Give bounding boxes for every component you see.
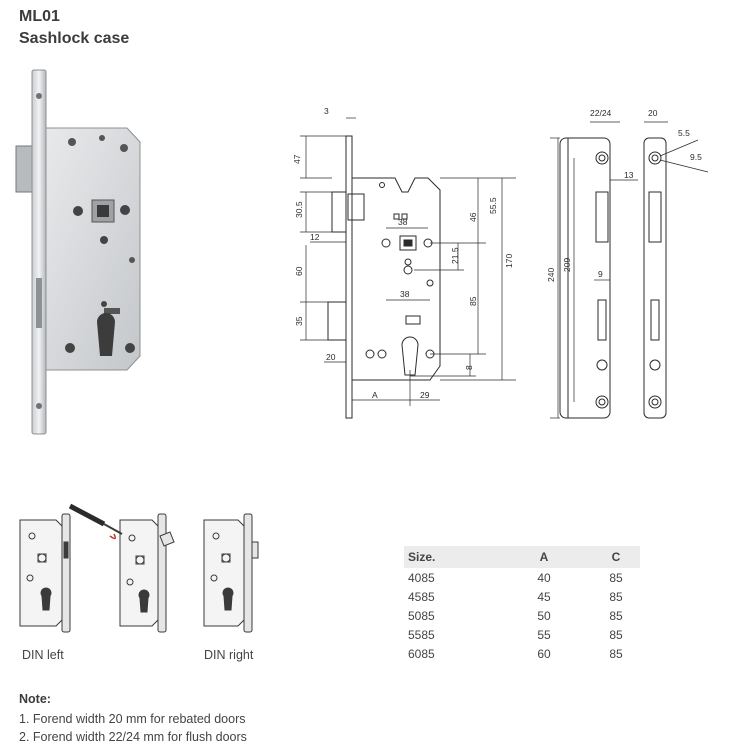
- product-code: ML01: [19, 8, 60, 25]
- note-item: 1. Forend width 20 mm for rebated doors: [19, 712, 246, 726]
- note-item: 2. Forend width 22/24 mm for flush doors: [19, 730, 247, 744]
- din-conversion-lock: [119, 513, 175, 633]
- din-left-label: DIN left: [22, 648, 64, 662]
- dim-bolt-height: 35: [294, 316, 304, 326]
- cell-c: 85: [609, 608, 623, 623]
- dim-8: 8: [464, 365, 474, 370]
- header-size: Size.: [404, 546, 496, 568]
- dim-55-5: 55.5: [488, 197, 498, 214]
- note-heading: Note:: [19, 692, 51, 706]
- dim-cylinder-width: 38: [400, 289, 410, 299]
- forend-plate: [31, 69, 47, 435]
- dim-forend-length: 240: [546, 268, 556, 282]
- table-header-row: Size. A C: [404, 546, 640, 568]
- dim-46: 46: [468, 212, 478, 222]
- front-latch: [331, 191, 347, 233]
- size-table: Size. A C 4085 40 85 4585 45 85 5085 50 …: [404, 546, 640, 663]
- dim-170: 170: [504, 254, 514, 268]
- product-name: Sashlock case: [19, 30, 130, 47]
- dim-follower-width: 38: [398, 217, 408, 227]
- dim-29: 29: [420, 390, 430, 400]
- cell-a: 50: [537, 608, 551, 623]
- cell-c: 85: [609, 570, 623, 585]
- dim-21-5: 21.5: [450, 247, 460, 264]
- dim-latch-height: 30.5: [294, 201, 304, 218]
- table-row: 6085 60 85: [404, 644, 640, 663]
- technical-drawing: 3 47 30.5 12 60 35 20 38 38 46 55.5 21.5…: [292, 106, 709, 419]
- front-forend: [345, 135, 353, 419]
- cell-c: 85: [609, 627, 623, 642]
- cell-c: 85: [609, 646, 623, 661]
- front-case: [352, 177, 441, 381]
- cell-c: 85: [609, 589, 623, 604]
- cell-a: 55: [537, 627, 551, 642]
- table-row: 5585 55 85: [404, 625, 640, 644]
- cylinder-hole-icon: [97, 313, 115, 356]
- dim-forend-width-flush: 22/24: [590, 108, 612, 118]
- lock-case: [41, 127, 141, 371]
- header-c: C: [592, 546, 640, 568]
- dim-hole-b: 9.5: [690, 152, 702, 162]
- dim-screw-spacing: 209: [562, 258, 572, 272]
- dim-top-offset: 47: [292, 154, 302, 164]
- dim-forend-thickness: 3: [324, 106, 329, 116]
- side-forend-flush: [559, 137, 611, 419]
- screwdriver-icon: [68, 503, 123, 540]
- dim-slot-width: 9: [598, 269, 603, 279]
- table-row: 5085 50 85: [404, 606, 640, 625]
- table-row: 4085 40 85: [404, 568, 640, 587]
- dim-bolt-projection: 20: [326, 352, 336, 362]
- din-right-label: DIN right: [204, 648, 254, 662]
- dim-85: 85: [468, 296, 478, 306]
- handing-variants: [19, 503, 259, 633]
- cell-size: 5585: [408, 627, 435, 642]
- dim-lower-gap: 60: [294, 266, 304, 276]
- dim-forend-width-rebated: 20: [648, 108, 658, 118]
- header-a: A: [496, 546, 592, 568]
- front-deadbolt: [327, 301, 347, 341]
- cell-a: 60: [537, 646, 551, 661]
- cell-a: 45: [537, 589, 551, 604]
- side-forend-rebated: [643, 137, 667, 419]
- cell-size: 4085: [408, 570, 435, 585]
- cell-size: 6085: [408, 646, 435, 661]
- din-left-lock: [19, 513, 71, 633]
- din-right-lock: [203, 513, 259, 633]
- cell-a: 40: [537, 570, 551, 585]
- dim-slot-offset: 13: [624, 170, 634, 180]
- dim-backset: A: [372, 390, 378, 400]
- cell-size: 5085: [408, 608, 435, 623]
- dim-latch-projection: 12: [310, 232, 320, 242]
- cell-size: 4585: [408, 589, 435, 604]
- table-row: 4585 45 85: [404, 587, 640, 606]
- lock-photo: [15, 69, 141, 435]
- dim-hole-a: 5.5: [678, 128, 690, 138]
